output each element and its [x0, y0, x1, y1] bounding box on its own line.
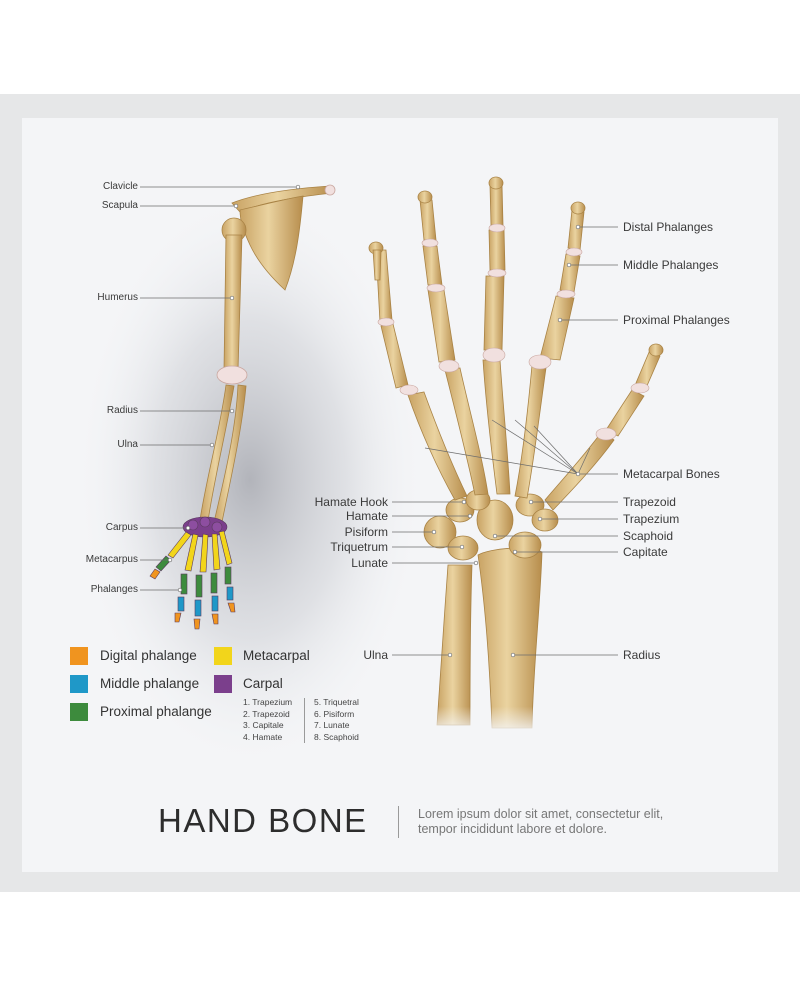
arm-shadow	[75, 190, 425, 770]
label-triquetrum: Triquetrum	[330, 540, 388, 554]
carpal-list-divider	[304, 698, 305, 743]
label-pisiform: Pisiform	[344, 525, 388, 539]
arm-skeleton	[199, 184, 336, 523]
label-hamate: Hamate	[345, 509, 388, 523]
carpal-list-col2: 5. Triquetral 6. Pisiform 7. Lunate 8. S…	[314, 697, 359, 743]
leader-lines	[140, 186, 618, 656]
carpal-bones	[423, 489, 559, 561]
carpal-list-col1: 1. Trapezium 2. Trapezoid 3. Capitale 4.…	[243, 697, 292, 743]
label-trapezoid: Trapezoid	[623, 495, 676, 509]
label-distal-phalanges: Distal Phalanges	[623, 220, 714, 234]
legend-label-metacarpal: Metacarpal	[243, 648, 310, 663]
hand-skeleton	[368, 176, 664, 735]
carpal-item: 5. Triquetral	[314, 697, 359, 707]
label-lunate: Lunate	[351, 556, 388, 570]
label-capitate: Capitate	[623, 545, 668, 559]
legend-swatch-carpal	[214, 675, 232, 693]
carpal-item: 6. Pisiform	[314, 708, 355, 719]
carpal-item: 3. Capitale	[243, 720, 284, 730]
legend-label-carpal: Carpal	[243, 676, 283, 691]
label-middle-phalanges: Middle Phalanges	[623, 258, 719, 272]
label-carpus: Carpus	[105, 522, 138, 533]
label-clavicle: Clavicle	[102, 181, 138, 192]
page-title: HAND BONE	[158, 802, 368, 839]
carpal-item: 1. Trapezium	[243, 697, 293, 707]
legend-swatch-digital	[70, 647, 88, 665]
legend-swatch-proximal	[70, 703, 88, 721]
label-ulna-hand: Ulna	[363, 648, 388, 662]
scapula-bone	[239, 195, 304, 291]
label-scapula: Scapula	[101, 200, 138, 211]
title-divider	[398, 806, 399, 838]
label-scaphoid: Scaphoid	[623, 529, 674, 543]
label-metacarpal-bones: Metacarpal Bones	[623, 467, 720, 481]
carpal-item: 7. Lunate	[314, 720, 350, 730]
carpal-item: 4. Hamate	[243, 731, 283, 742]
label-proximal-phalanges: Proximal Phalanges	[623, 313, 730, 327]
label-humerus: Humerus	[97, 292, 138, 303]
legend-swatch-middle	[70, 675, 88, 693]
joint-cartilage	[377, 223, 650, 441]
label-trapezium: Trapezium	[623, 512, 680, 526]
label-metacarpus: Metacarpus	[85, 554, 138, 565]
carpal-item: 2. Trapezoid	[243, 708, 290, 719]
label-ulna-arm: Ulna	[117, 439, 138, 450]
legend-label-proximal: Proximal phalange	[100, 704, 212, 719]
legend-label-middle: Middle phalange	[100, 676, 200, 691]
label-phalanges: Phalanges	[90, 584, 138, 595]
label-radius-arm: Radius	[106, 405, 138, 416]
label-radius-hand: Radius	[623, 648, 661, 662]
carpal-item: 8. Scaphoid	[314, 731, 359, 742]
legend-swatch-metacarpal	[214, 647, 232, 665]
legend-label-digital: Digital phalange	[100, 648, 197, 663]
label-hamate-hook: Hamate Hook	[314, 495, 388, 509]
page-description: Lorem ipsum dolor sit amet, consectetur …	[418, 807, 664, 836]
